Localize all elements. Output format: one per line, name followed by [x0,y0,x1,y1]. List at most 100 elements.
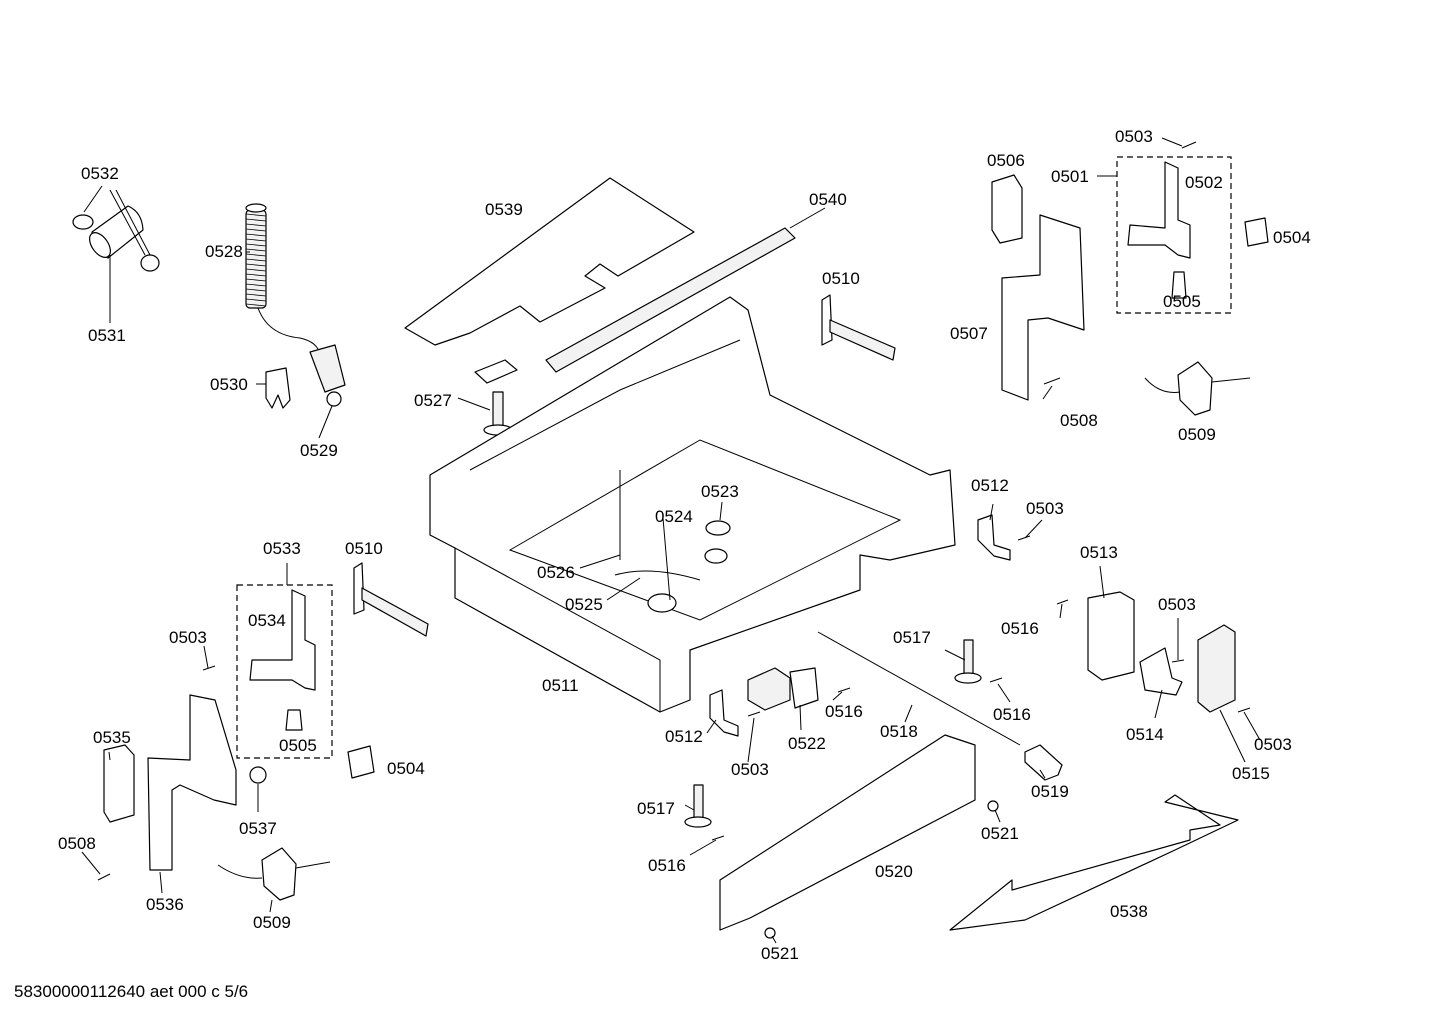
tub-rear-wall [469,339,741,471]
part-labels: 0503 0501 0502 0504 0505 0506 0507 0508 … [58,127,1311,963]
label-0540: 0540 [809,190,847,209]
bracket-0506 [991,174,1023,244]
hose-clamp-tube-group [72,205,160,272]
spring-bracket [353,562,365,615]
label-0503: 0503 [169,628,207,647]
label-0503: 0503 [1115,127,1153,146]
label-0509: 0509 [1178,425,1216,444]
hose-rib [245,228,267,232]
valve-coil [747,667,791,711]
bracket-0535 [103,744,135,823]
bracket-0514 [1139,647,1183,696]
hose-clamp-left [72,214,94,230]
clip-0530 [265,367,291,409]
label-0503: 0503 [1158,595,1196,614]
tub-boss [704,548,728,564]
foot-0517-left [684,784,712,828]
hose-clamp-right [140,254,160,272]
label-0523: 0523 [701,482,739,501]
hose-rib [245,238,267,242]
screw-0503-r2 [1171,659,1185,663]
sensor-lever [1211,377,1251,383]
hose-rib [245,288,267,292]
screw-0503-left [202,665,216,671]
screw-0516-valve [837,687,851,693]
label-0536: 0536 [146,895,184,914]
hose-rib [245,263,267,267]
bracket-0536 [147,694,237,871]
label-0518: 0518 [880,722,918,741]
hose-top-ring [245,203,267,213]
screw-0516-left [711,835,725,841]
hose-rib [245,278,267,282]
label-0514: 0514 [1126,725,1164,744]
spring-0510-left [353,562,429,637]
tube-end [89,232,111,258]
spring-coil [361,587,429,637]
hose-rib [245,213,267,217]
foot-base [954,672,982,684]
label-0503: 0503 [1026,499,1064,518]
screw-0521-bottom [764,927,776,939]
label-0533: 0533 [263,539,301,558]
tub-outline [429,296,956,713]
label-0521: 0521 [981,824,1019,843]
hose-rib [245,283,267,287]
ring-0529 [326,391,342,407]
bracket-0512-left [709,689,739,737]
screw-0521-top [987,800,999,812]
label-0510: 0510 [822,269,860,288]
cap-0504-right [1244,217,1269,247]
label-0516: 0516 [1001,619,1039,638]
label-0539: 0539 [485,200,523,219]
rod-0518 [817,631,1021,746]
screw-0503-low [747,711,761,717]
label-0508: 0508 [1060,411,1098,430]
sensor-0509-right [1144,361,1251,416]
hose-rib [245,218,267,222]
tub-floor [508,439,902,621]
valve-0522 [747,667,819,711]
label-0537: 0537 [239,819,277,838]
sensor-lever [295,861,331,869]
nut-0537 [249,766,267,784]
label-0508: 0508 [58,834,96,853]
foot-screw [963,639,974,677]
label-0525: 0525 [565,595,603,614]
label-0524: 0524 [655,507,693,526]
hose-rib [245,223,267,227]
adjustable-foot-0527 [474,359,518,436]
label-0528: 0528 [205,242,243,261]
label-0505: 0505 [1163,292,1201,311]
spring-bracket [821,294,833,346]
hose-rib [245,268,267,272]
bracket-0507 [1001,214,1085,401]
cap-0504-left [347,745,375,779]
valve-body [789,667,819,709]
foot-screw [693,784,704,820]
drain-hose-group [245,203,346,407]
hose-elbow [309,344,346,393]
spring-0510-right [821,294,896,361]
label-0513: 0513 [1080,543,1118,562]
label-0521: 0521 [761,944,799,963]
label-0504: 0504 [387,759,425,778]
foot-0517-right [954,639,982,684]
hose-rib [245,248,267,252]
label-0532: 0532 [81,164,119,183]
label-0509: 0509 [253,913,291,932]
float-0523 [705,520,731,536]
hose-rib [245,233,267,237]
bracket-0534 [249,589,316,691]
label-0501: 0501 [1051,167,1089,186]
label-0530: 0530 [210,375,248,394]
top-plate-0539 [404,177,695,346]
label-0505: 0505 [279,736,317,755]
label-0503: 0503 [731,760,769,779]
sensor-wire [217,864,263,879]
part-0524-disk [647,593,677,613]
bracket-0512-right [977,514,1011,561]
label-0516: 0516 [648,856,686,875]
sensor-0509-left [217,847,331,901]
